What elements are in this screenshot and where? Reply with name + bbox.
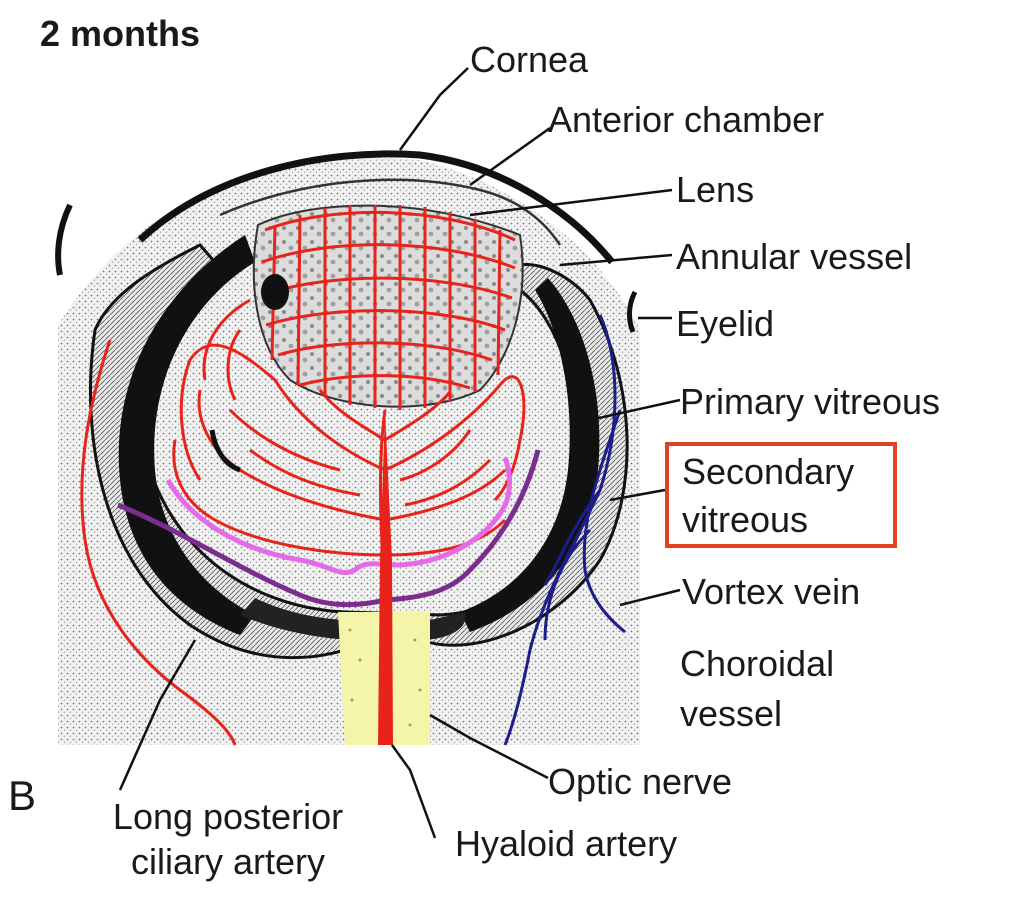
label-secondary-vitreous-line1: Secondary: [682, 450, 854, 494]
label-secondary-vitreous-line2: vitreous: [682, 498, 808, 542]
diagram-title: 2 months: [40, 12, 200, 56]
lens-marker: [261, 274, 289, 310]
label-long-posterior-line2: ciliary artery: [88, 840, 368, 884]
label-vortex-vein: Vortex vein: [682, 570, 860, 614]
label-anterior-chamber: Anterior chamber: [548, 98, 824, 142]
label-annular-vessel: Annular vessel: [676, 235, 912, 279]
label-lens: Lens: [676, 168, 754, 212]
label-choroidal-vessel-line1: Choroidal: [680, 642, 834, 686]
label-long-posterior-line1: Long posterior: [88, 795, 368, 839]
panel-letter: B: [8, 770, 36, 821]
label-choroidal-vessel-line2: vessel: [680, 692, 782, 736]
label-optic-nerve: Optic nerve: [548, 760, 732, 804]
label-cornea: Cornea: [470, 38, 588, 82]
eyelid-left: [58, 205, 70, 275]
label-primary-vitreous: Primary vitreous: [680, 380, 940, 424]
label-eyelid: Eyelid: [676, 302, 774, 346]
label-hyaloid-artery: Hyaloid artery: [455, 822, 677, 866]
